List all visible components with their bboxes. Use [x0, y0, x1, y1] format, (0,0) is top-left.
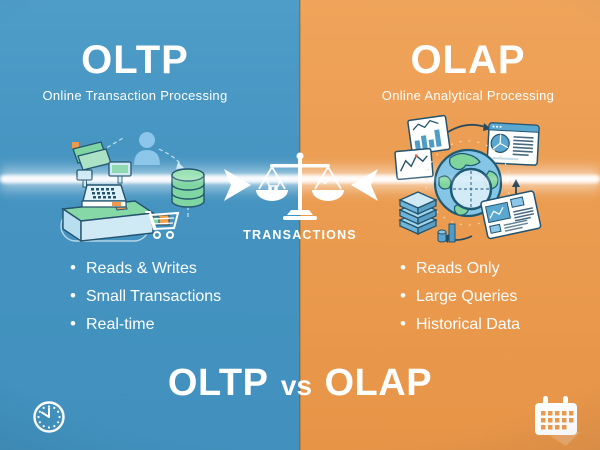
oltp-subtitle: Online Transaction Processing — [42, 88, 228, 103]
mini-bars-icon — [437, 223, 456, 243]
transactions-label: TRANSACTIONS — [243, 228, 357, 242]
bottom-title: OLTP vs OLAP — [0, 362, 600, 405]
dashboard-icon — [480, 190, 542, 240]
scale-cart-glyph — [264, 178, 281, 191]
bottom-title-vs: vs — [280, 370, 313, 401]
oltp-bullet: Reads & Writes — [70, 259, 221, 278]
balance-scale-icon — [256, 152, 344, 220]
bottom-title-oltp: OLTP — [167, 362, 269, 404]
oltp-bullet: Real-time — [70, 315, 221, 334]
oltp-title: OLTP — [81, 38, 189, 82]
olap-bullet: Reads Only — [400, 259, 520, 278]
cash-register-icon — [76, 161, 132, 208]
bar-chart-icon — [407, 114, 451, 155]
line-chart-icon — [394, 147, 434, 181]
left-pointing-arrow-icon — [351, 169, 378, 201]
shopping-cart-icon — [145, 211, 180, 239]
person-icon — [134, 132, 160, 165]
connector-arrowhead — [176, 162, 184, 169]
olap-bullet-list: Reads Only Large Queries Historical Data — [400, 259, 520, 343]
data-layers-icon — [398, 191, 438, 236]
olap-bullet: Historical Data — [400, 315, 520, 334]
scale-chart-glyph — [315, 176, 331, 188]
oltp-bullet: Small Transactions — [70, 287, 221, 306]
olap-subtitle: Online Analytical Processing — [381, 88, 555, 103]
calendar-icon — [535, 396, 580, 446]
oltp-bullet-list: Reads & Writes Small Transactions Real-t… — [70, 259, 221, 343]
olap-bullet: Large Queries — [400, 287, 520, 306]
database-icon — [171, 168, 205, 208]
olap-title: OLAP — [410, 38, 526, 82]
light-beam-overlay — [0, 177, 600, 181]
cash-register-scene-illustration — [60, 132, 205, 243]
analytics-globe-scene-illustration — [394, 114, 542, 243]
panel-divider — [299, 0, 301, 450]
clock-icon — [33, 401, 65, 433]
credit-cards-icon — [72, 141, 112, 171]
globe-magnifier-icon — [425, 140, 511, 226]
right-pointing-arrow-icon — [224, 169, 251, 201]
browser-pie-chart-icon — [486, 122, 540, 166]
bottom-title-olap: OLAP — [324, 362, 433, 404]
